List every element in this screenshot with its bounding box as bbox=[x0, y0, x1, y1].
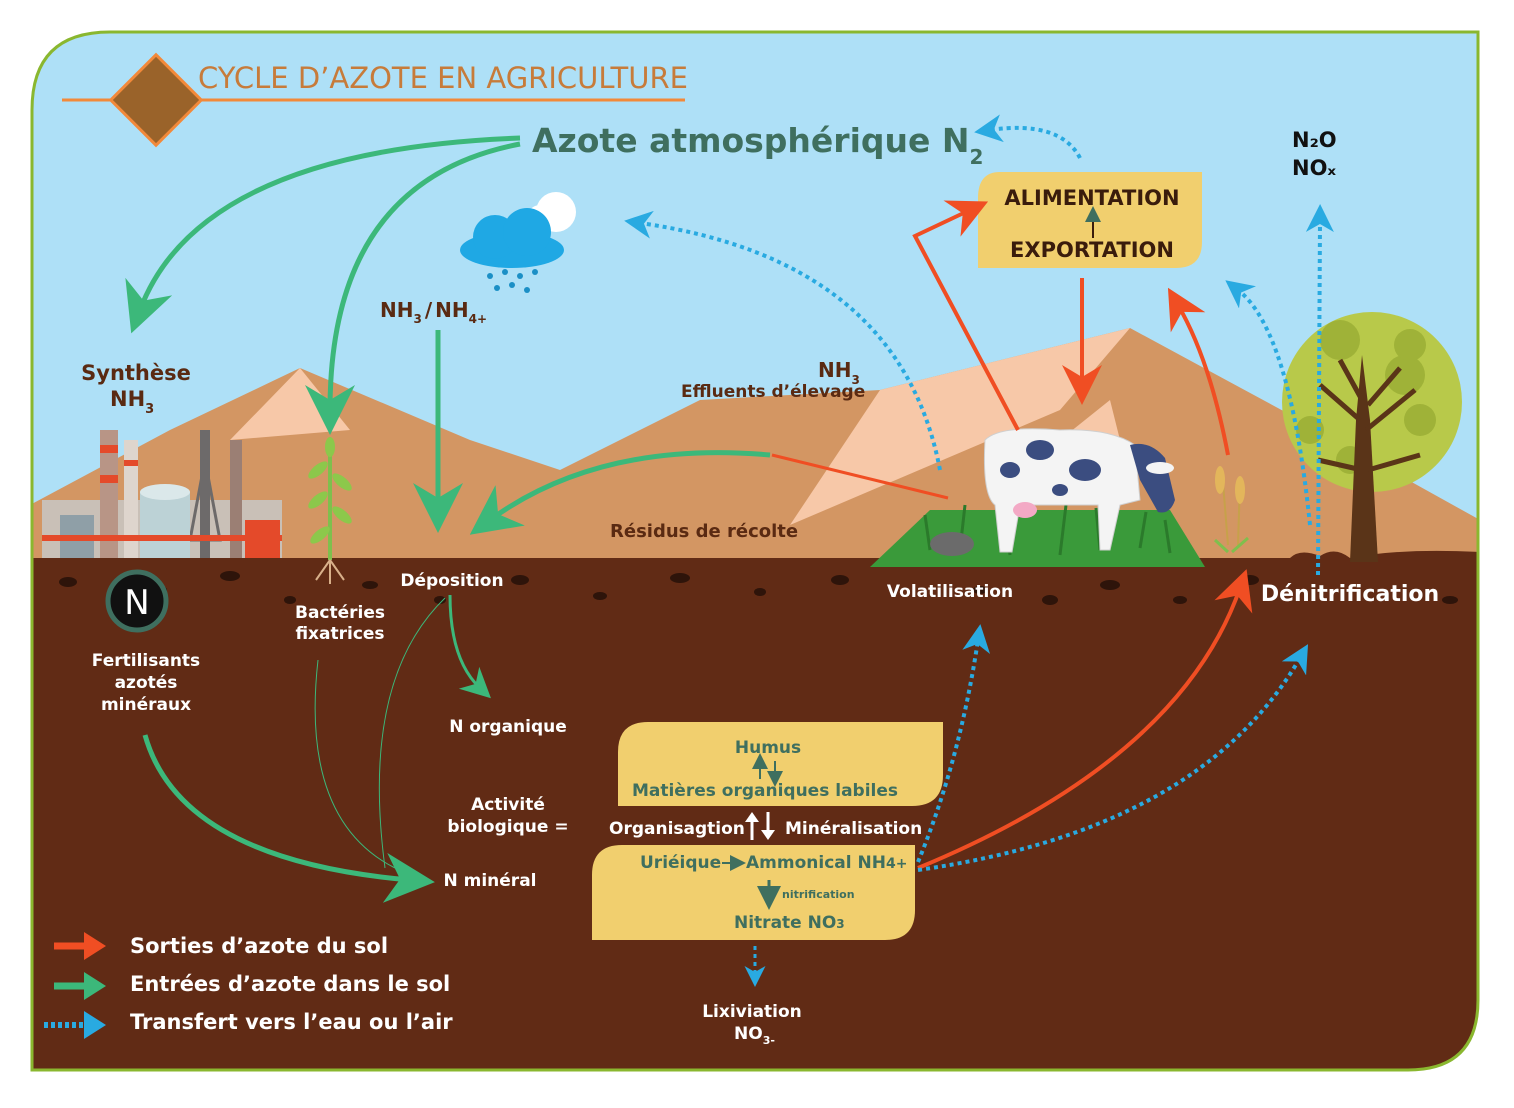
n-mineral-label: N minéral bbox=[443, 871, 536, 891]
ammonical-label: Ammonical NH4+ bbox=[746, 853, 907, 873]
legend-item-outputs: Sorties d’azote du sol bbox=[54, 932, 388, 960]
arrow-atmo-to-bacteria bbox=[305, 141, 521, 435]
page-title: CYCLE D’AZOTE EN AGRICULTURE bbox=[198, 61, 688, 95]
factory-icon bbox=[42, 430, 282, 558]
legend: Sorties d’azote du sol Entrées d’azote d… bbox=[44, 932, 453, 1039]
humus-label: Humus bbox=[735, 738, 801, 758]
arrow-alimentation-to-atmo bbox=[974, 114, 1082, 159]
nox-label: NOₓ bbox=[1292, 156, 1336, 180]
nitrate-label: Nitrate NO3 bbox=[734, 913, 845, 933]
arrow-cow-to-alimentation bbox=[912, 200, 1020, 431]
denitrification-label: Dénitrification bbox=[1261, 582, 1439, 607]
legend-item-inputs: Entrées d’azote dans le sol bbox=[54, 972, 450, 1000]
nitrification-label: nitrification bbox=[782, 888, 855, 901]
line-cow-to-residus bbox=[771, 453, 949, 500]
deposition-label: Déposition bbox=[400, 571, 503, 591]
mineralisation-arrowhead bbox=[761, 830, 775, 840]
activite-line2: biologique = bbox=[447, 817, 568, 837]
legend-output-arrowhead-icon bbox=[84, 932, 106, 960]
exportation-label: EXPORTATION bbox=[1010, 238, 1174, 262]
arrow-denitrif-to-n2o bbox=[1305, 204, 1334, 576]
legend-transfer-label: Transfert vers l’eau ou l’air bbox=[130, 1010, 453, 1034]
output-arrows bbox=[771, 200, 1253, 870]
line-bacteria-to-mineral bbox=[314, 659, 396, 869]
n-organique-label: N organique bbox=[449, 717, 567, 737]
organisation-label: Organisagtion bbox=[609, 819, 745, 839]
wheat-icon bbox=[1213, 466, 1249, 554]
mineral-box bbox=[592, 845, 915, 940]
legend-input-label: Entrées d’azote dans le sol bbox=[130, 972, 450, 996]
fertilisants-line1: Fertilisants bbox=[92, 651, 200, 671]
lixiviation-label: Lixiviation bbox=[702, 1002, 802, 1022]
n2o-label: N₂O bbox=[1292, 128, 1337, 152]
arrow-residus-to-soil bbox=[469, 450, 771, 535]
lixiviation-no3: NO3- bbox=[734, 1024, 775, 1047]
fertilisants-line3: minéraux bbox=[101, 695, 191, 715]
synthese-nh3: NH3 bbox=[110, 387, 154, 417]
arrow-fertilisant-to-mineral bbox=[142, 734, 435, 903]
n-symbol-icon bbox=[105, 569, 169, 633]
tree-icon bbox=[1282, 312, 1462, 562]
legend-item-transfer: Transfert vers l’eau ou l’air bbox=[44, 1010, 453, 1039]
transfer-arrows bbox=[624, 114, 1334, 987]
rain-cloud-icon bbox=[460, 192, 576, 293]
bacteries-line1: Bactéries bbox=[295, 603, 385, 623]
arrow-deposition-to-organique bbox=[448, 594, 491, 699]
bacteries-line2: fixatrices bbox=[295, 624, 384, 644]
fertilisants-line2: azotés bbox=[115, 673, 178, 693]
legend-transfer-arrowhead-icon bbox=[84, 1011, 106, 1039]
mineralisation-label: Minéralisation bbox=[785, 819, 922, 839]
residus-label: Résidus de récolte bbox=[610, 521, 798, 542]
arrow-volatilisation-to-air bbox=[624, 210, 942, 471]
arrow-tree-to-air bbox=[1225, 280, 1312, 526]
arrow-crop-to-alimentation bbox=[1167, 287, 1230, 456]
atmosphere-label: Azote atmosphérique N2 bbox=[532, 121, 983, 169]
rock bbox=[930, 532, 974, 556]
alimentation-label: ALIMENTATION bbox=[1004, 186, 1179, 210]
arrow-mineral-to-volatilisation bbox=[916, 624, 991, 863]
title-diamond-icon bbox=[108, 52, 204, 148]
arrow-atmo-to-synthese bbox=[125, 135, 521, 334]
legend-input-arrowhead-icon bbox=[84, 972, 106, 1000]
plant-icon bbox=[308, 437, 352, 584]
n-symbol-letter: N bbox=[124, 583, 149, 623]
soil bbox=[32, 550, 1478, 1070]
organisation-arrowhead bbox=[745, 812, 759, 822]
nh3-nh4-label: NH3/NH4+ bbox=[380, 298, 487, 326]
effluents-nh3: NH3 bbox=[818, 358, 860, 387]
line-deposition-to-mineral bbox=[378, 597, 446, 869]
arrow-mineral-to-denitrif bbox=[917, 644, 1309, 872]
effluents-label: Effluents d’élevage bbox=[681, 382, 865, 402]
urieique-label: Uriéique bbox=[640, 853, 721, 873]
humus-box bbox=[618, 722, 943, 806]
frame-border bbox=[30, 30, 1480, 1072]
matieres-label: Matières organiques labiles bbox=[632, 781, 898, 801]
legend-output-label: Sorties d’azote du sol bbox=[130, 934, 388, 958]
cow-icon bbox=[983, 428, 1175, 553]
volatilisation-label: Volatilisation bbox=[887, 582, 1013, 602]
arrow-mineral-to-crop bbox=[917, 569, 1253, 870]
activite-line1: Activité bbox=[471, 795, 545, 815]
input-arrows bbox=[125, 135, 771, 903]
mountain-highlight-right bbox=[790, 328, 1130, 525]
synthese-label: Synthèse bbox=[81, 361, 191, 385]
